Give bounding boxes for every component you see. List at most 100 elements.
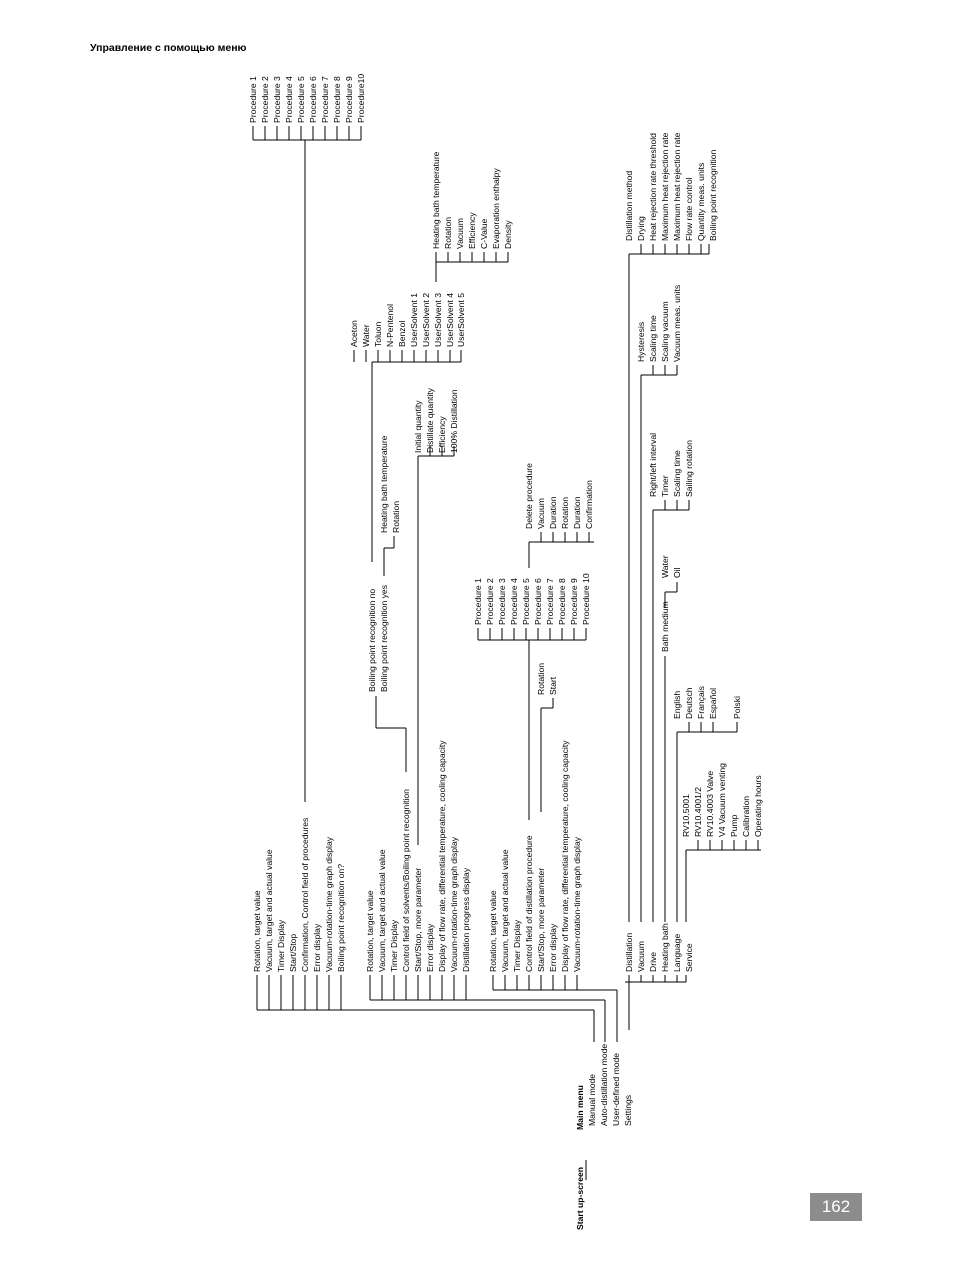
boiling-yes-item: Heating bath temperature	[379, 435, 389, 533]
service-option: Calibration	[741, 796, 751, 837]
setting-option: Scaling time	[672, 450, 682, 497]
menu-item: Control field of solvents/Boiling point …	[401, 789, 411, 972]
main-menu-label: Main menu	[575, 1085, 585, 1130]
menu-item: Rotation, target value	[365, 890, 375, 972]
service-option: Operating hours	[753, 775, 763, 837]
procedure-item: Procedure 7	[545, 578, 555, 625]
solvent-param: Efficiency	[467, 212, 477, 249]
procedure-list-top: Procedure 1 Procedure 2 Procedure 3 Proc…	[248, 74, 366, 123]
service-option: Pump	[729, 814, 739, 837]
menu-item: Vacuum-rotation-time graph display	[449, 836, 459, 972]
more-param: 100% Distillation	[449, 389, 459, 453]
procedure-action: Confirmation	[584, 480, 594, 529]
settings-item: Service	[684, 943, 694, 972]
procedure-action: Vacuum	[536, 498, 546, 529]
procedure-item: Procedure 8	[557, 578, 567, 625]
procedure-item: Procedure 6	[533, 578, 543, 625]
more-param: Initial quantity	[413, 400, 423, 453]
menu-item: Error display	[425, 923, 435, 972]
menu-item: Boiling point recognition on?	[336, 864, 346, 972]
manual-mode-items: Rotation, target value Vacuum, target an…	[252, 818, 346, 972]
menu-item: Error display	[548, 923, 558, 972]
distillation-settings: Distillation method Drying Heat rejectio…	[624, 132, 718, 241]
page-number: 162	[810, 1193, 862, 1221]
procedure-item: Procedure 5	[296, 76, 306, 123]
solvent-item: UserSolvent 3	[433, 293, 443, 347]
setting-option: Quantity meas. units	[696, 163, 706, 241]
startstop-param: Rotation	[536, 663, 546, 695]
language-option: Polski	[732, 696, 742, 719]
procedure-action: Duration	[548, 496, 558, 529]
setting-option: Heat rejection rate threshold	[648, 133, 658, 241]
menu-item: Vacuum, target and actual value	[500, 849, 510, 972]
procedure-item: Procedure 7	[320, 76, 330, 123]
menu-item: Vacuum, target and actual value	[377, 849, 387, 972]
setting-option: Maximum heat rejection rate	[672, 132, 682, 241]
procedure-item: Procedure 1	[473, 578, 483, 625]
auto-mode-items: Rotation, target value Vacuum, target an…	[365, 740, 471, 972]
menu-item: Error display	[312, 923, 322, 972]
procedure-item: Procedure 2	[485, 578, 495, 625]
boiling-point-no: Boiling point recognition no	[367, 589, 377, 692]
more-params: Initial quantity Distillate quantity Eff…	[413, 387, 459, 453]
solvent-item: UserSolvent 5	[456, 293, 466, 347]
menu-item: Rotation, target value	[488, 890, 498, 972]
setting-option: Distillation method	[624, 171, 634, 241]
menu-item: Vacuum-rotation-time graph display	[324, 836, 334, 972]
setting-option: Hysteresis	[636, 322, 646, 362]
menu-item: Start/Stop, more parameter	[536, 868, 546, 972]
procedure-item: Procedure 10	[581, 573, 591, 625]
solvent-item: Aceton	[349, 320, 359, 347]
solvent-item: Toluon	[373, 321, 383, 347]
tree-connectors	[252, 126, 761, 1180]
solvent-item: N-Pentenol	[385, 304, 395, 347]
main-menu-items: Manual mode Auto-distillation mode User-…	[587, 1044, 633, 1126]
service-options: RV10.5001 RV10.4001/2 RV10.4003 Valve V4…	[681, 763, 763, 837]
page-header: Управление с помощью меню	[90, 42, 247, 54]
setting-option: Drying	[636, 216, 646, 241]
settings-item: Drive	[648, 952, 658, 972]
menu-item: Vacuum-rotation-time graph display	[572, 836, 582, 972]
menu-item: Control field of distillation procedure	[524, 835, 534, 972]
procedure-item: Procedure 3	[497, 578, 507, 625]
procedure-actions: Delete procedure Vacuum Duration Rotatio…	[524, 463, 594, 529]
menu-item: Timer Display	[389, 919, 399, 972]
procedure-action: Rotation	[560, 497, 570, 529]
solvent-item: Benzol	[397, 321, 407, 347]
procedure-item: Procedure 4	[284, 76, 294, 123]
menu-item: Start/Stop, more parameter	[413, 868, 423, 972]
language-option: Deutsch	[684, 687, 694, 719]
solvent-param: Heating bath temperature	[431, 151, 441, 249]
procedure-item: Procedure10	[356, 74, 366, 123]
main-menu-item: Auto-distillation mode	[599, 1044, 609, 1126]
procedure-item: Procedure 9	[569, 578, 579, 625]
boiling-yes-item: Rotation	[391, 501, 401, 533]
procedure-item: Procedure 4	[509, 578, 519, 625]
setting-option: Flow rate control	[684, 177, 694, 241]
menu-item: Start/Stop	[288, 934, 298, 972]
solvent-list: Aceton Water Toluon N-Pentenol Benzol Us…	[349, 293, 466, 347]
solvent-item: UserSolvent 1	[409, 293, 419, 347]
solvent-param: Density	[503, 220, 513, 249]
language-option: Español	[708, 688, 718, 719]
solvent-param: Vacuum	[455, 218, 465, 249]
boiling-point-yes: Boiling point recognition yes	[379, 585, 389, 692]
menu-item: Rotation, target value	[252, 890, 262, 972]
more-param: Efficiency	[437, 416, 447, 453]
menu-item: Timer Display	[276, 919, 286, 972]
bath-medium-option: Water	[660, 555, 670, 578]
service-option: V4 Vacuum venting	[717, 763, 727, 837]
procedure-action: Duration	[572, 496, 582, 529]
drive-settings: Right/left interval Timer Scaling time S…	[648, 433, 694, 497]
settings-item: Vacuum	[636, 941, 646, 972]
solvent-item: UserSolvent 4	[445, 293, 455, 347]
solvent-params: Heating bath temperature Rotation Vacuum…	[431, 151, 513, 249]
service-option: RV10.4003 Valve	[705, 771, 715, 837]
setting-option: Boiling point recognition	[708, 150, 718, 241]
user-mode-items: Rotation, target value Vacuum, target an…	[488, 740, 582, 972]
setting-option: Right/left interval	[648, 433, 658, 497]
procedure-item: Procedure 2	[260, 76, 270, 123]
settings-item: Distillation	[624, 933, 634, 972]
menu-item: Confirmation, Control field of procedure…	[300, 818, 310, 972]
